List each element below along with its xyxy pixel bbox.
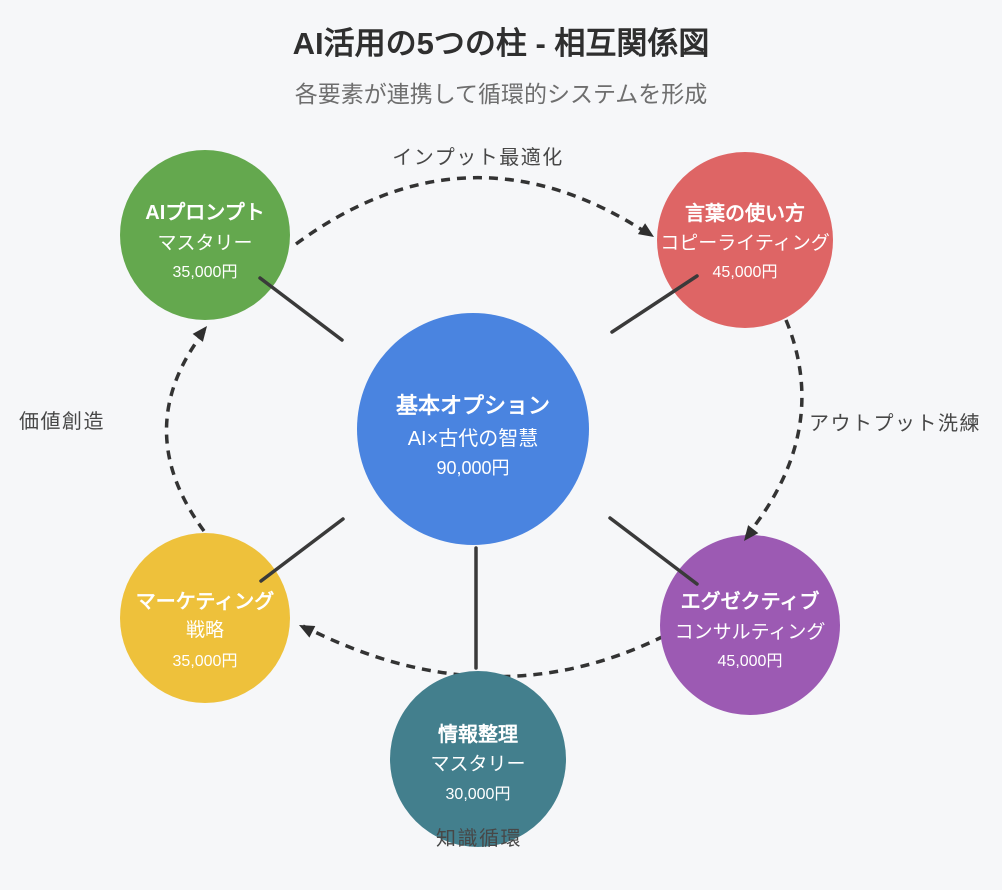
node-ai-prompt-title: AIプロンプト [145, 201, 264, 224]
connector-center-ai-prompt [258, 276, 344, 342]
arrowhead-icon-left [192, 326, 207, 342]
connector-center-marketing [259, 517, 345, 583]
connector-center-word-usage [610, 274, 699, 334]
cycle-label-input-optimization: インプット最適化 [392, 146, 563, 169]
connector-center-executive [608, 516, 699, 586]
node-marketing-circle [120, 533, 290, 703]
node-word-usage-circle [657, 152, 833, 328]
page-subtitle: 各要素が連携して循環的システムを形成 [294, 81, 708, 107]
cycle-arc-top [294, 175, 651, 246]
node-marketing-subtitle: 戦略 [186, 619, 224, 641]
node-executive-price: 45,000円 [718, 653, 783, 670]
cycle-label-output-refinement: アウトプット洗練 [809, 412, 981, 435]
page-title: AI活用の5つの柱 - 相互関係図 [292, 26, 710, 61]
node-info-organize-title: 情報整理 [438, 722, 518, 746]
node-ai-prompt-circle [120, 150, 290, 320]
node-executive-subtitle: コンサルティング [675, 621, 826, 643]
node-executive-title: エグゼクティブ [681, 589, 820, 613]
cycle-arc-bottom [302, 624, 665, 679]
node-marketing-title: マーケティング [136, 589, 274, 613]
diagram-header: AI活用の5つの柱 - 相互関係図 各要素が連携して循環的システムを形成 [0, 0, 1002, 109]
node-ai-prompt-price: 35,000円 [173, 264, 238, 281]
cycle-arc-left [164, 327, 208, 533]
arrowhead-icon-top [637, 223, 654, 237]
arrowhead-icon-bottom [299, 625, 316, 638]
arrowhead-icon-right [744, 525, 759, 541]
node-basic-option-subtitle: AI×古代の智慧 [408, 427, 539, 450]
node-info-organize-circle [390, 671, 566, 847]
cycle-label-value-creation: 価値創造 [19, 410, 105, 433]
node-word-usage-price: 45,000円 [713, 264, 778, 281]
node-word-usage-subtitle: コピーライティング [660, 232, 829, 254]
cycle-label-knowledge-circulation: 知識循環 [436, 827, 522, 850]
cycle-arc-right [743, 319, 804, 540]
node-basic-option-title: 基本オプション [396, 393, 550, 418]
node-ai-prompt-subtitle: マスタリー [157, 232, 252, 254]
node-info-organize-price: 30,000円 [446, 786, 511, 803]
node-marketing-price: 35,000円 [173, 653, 238, 670]
node-executive-circle [660, 535, 840, 715]
node-word-usage-title: 言葉の使い方 [685, 201, 805, 225]
node-basic-option-circle [357, 313, 589, 545]
node-basic-option-price: 90,000円 [436, 458, 509, 478]
node-info-organize-subtitle: マスタリー [430, 753, 525, 775]
